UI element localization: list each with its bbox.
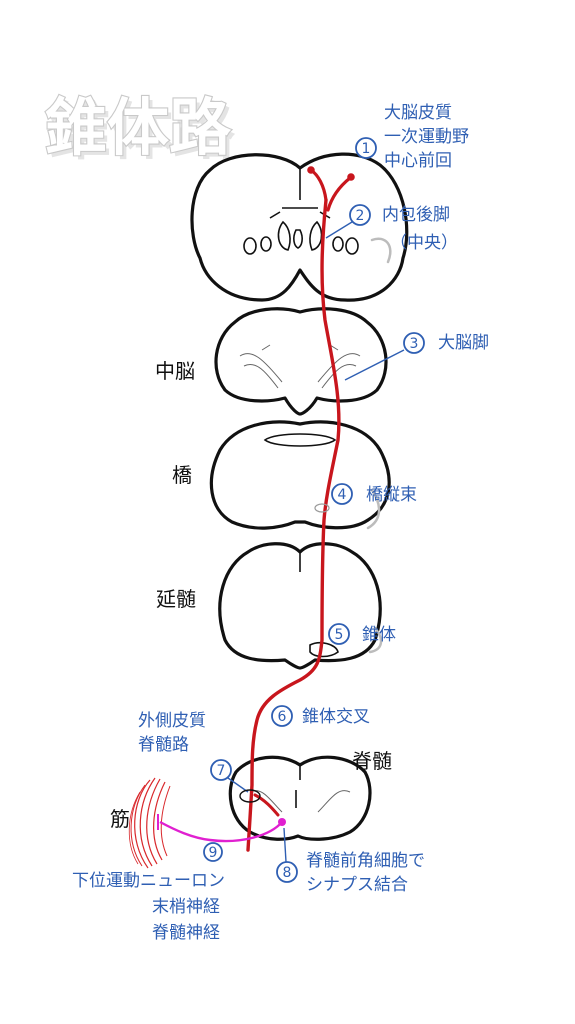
region-label-pons: 橋: [172, 463, 192, 487]
svg-text:5: 5: [335, 627, 344, 643]
cortex-branch-right: [326, 176, 352, 212]
annotation-4-line-1: 橋縦束: [366, 485, 417, 505]
svg-text:4: 4: [338, 487, 347, 503]
region-label-muscle: 筋: [110, 807, 130, 831]
svg-text:6: 6: [278, 709, 287, 725]
brace-medulla: [368, 626, 383, 654]
annotation-9: 9 下位運動ニューロン 末梢神経 脊髄神経: [72, 842, 225, 943]
medulla-section: [218, 542, 382, 670]
annotation-9-line-1: 下位運動ニューロン: [72, 871, 225, 891]
page-title: 錐体路: [45, 91, 232, 164]
brace-internal-capsule: [370, 237, 392, 264]
pons-section: [209, 420, 391, 530]
annotation-2-line-2: （中央）: [390, 233, 458, 253]
annotation-1-line-3: 中心前回: [384, 151, 452, 171]
cortex-neuron-left: [307, 166, 315, 174]
svg-text:2: 2: [356, 208, 365, 224]
annotation-7-line-1: 外側皮質: [138, 711, 206, 731]
annotation-2: 2 内包後脚 （中央）: [325, 204, 458, 253]
annotation-2-line-1: 内包後脚: [382, 205, 450, 225]
spinal-cord-section: [228, 755, 372, 841]
region-label-medulla: 延髄: [156, 587, 196, 611]
midbrain-section: [214, 307, 388, 416]
annotation-5-line-1: 錐体: [362, 625, 396, 645]
cortex-neuron-right: [347, 173, 355, 181]
annotation-1: 1 大脳皮質 一次運動野 中心前回: [355, 103, 469, 171]
annotation-3-line-1: 大脳脚: [438, 333, 489, 353]
spinal-branch: [253, 793, 280, 817]
annotation-8: 8 脊髄前角細胞で シナプス結合: [276, 827, 425, 895]
annotation-8-line-1: 脊髄前角細胞で: [306, 851, 425, 871]
region-label-spinal-cord: 脊髄: [352, 749, 392, 773]
pyramidal-tract-path: [246, 168, 352, 852]
cerebrum-section: [190, 152, 409, 302]
svg-text:1: 1: [362, 141, 371, 157]
annotation-1-line-2: 一次運動野: [384, 127, 469, 147]
annotation-7: 外側皮質 脊髄路 7: [138, 711, 261, 803]
annotation-9-line-3: 脊髄神経: [152, 923, 220, 943]
svg-text:8: 8: [283, 865, 292, 881]
lower-motor-neuron-path: [159, 820, 283, 843]
annotation-6-line-1: 錐体交叉: [302, 707, 370, 727]
svg-text:9: 9: [209, 845, 218, 861]
annotation-3: 3 大脳脚: [344, 332, 489, 381]
annotation-7-line-2: 脊髄路: [138, 735, 189, 755]
annotation-8-line-2: シナプス結合: [306, 875, 408, 895]
tract-trunk: [246, 198, 341, 852]
region-label-midbrain: 中脳: [155, 359, 195, 383]
svg-text:3: 3: [410, 336, 419, 352]
annotation-4: 4 橋縦束: [314, 483, 417, 513]
muscle-illustration: [128, 777, 171, 869]
annotation-9-line-2: 末梢神経: [152, 897, 220, 917]
annotation-5: 5 錐体: [328, 623, 396, 645]
svg-text:7: 7: [217, 763, 226, 779]
annotation-6: 6 錐体交叉: [271, 705, 370, 727]
annotation-1-line-1: 大脳皮質: [384, 103, 452, 123]
brace-pons: [366, 488, 381, 530]
page-title-shadow: 錐体路: [49, 95, 236, 168]
